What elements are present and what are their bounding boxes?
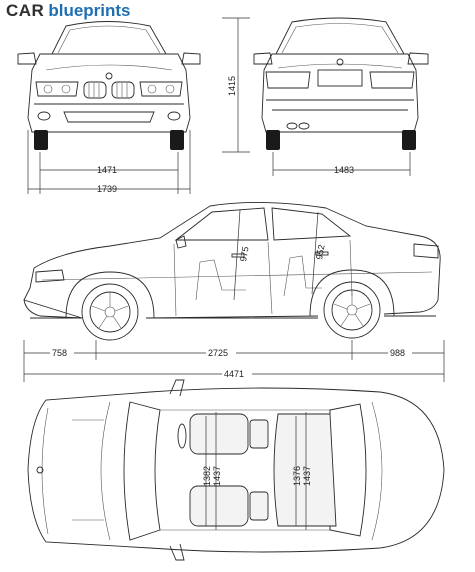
rear-right-taillight xyxy=(369,71,415,89)
rear-badge xyxy=(336,58,344,66)
kidney-grille-right xyxy=(111,81,135,99)
front-elbow-room-label: 1437 xyxy=(212,466,222,486)
rear-elbow-room-label: 1437 xyxy=(302,466,312,486)
rear-track-label: 1483 xyxy=(334,165,354,175)
rear-headroom-label: 952 xyxy=(314,244,326,261)
front-seat-left xyxy=(189,413,249,455)
front-dimensions: 1471 1739 xyxy=(27,130,191,194)
front-track-label: 1471 xyxy=(97,165,117,175)
kidney-grille-left xyxy=(83,81,107,99)
front-shoulder-room-label: 1382 xyxy=(202,466,212,486)
headroom-dimensions: 975 952 xyxy=(233,209,327,301)
side-view xyxy=(23,201,441,341)
rear-right-mirror xyxy=(407,52,429,65)
wheelbase-label: 2725 xyxy=(208,348,228,358)
rear-wheel xyxy=(323,281,381,339)
top-view xyxy=(27,379,445,561)
front-left-mirror xyxy=(17,52,37,65)
top-badge xyxy=(36,466,44,474)
rear-shoulder-room-label: 1376 xyxy=(292,466,302,486)
top-dimensions: 1382 1437 1376 1437 xyxy=(202,412,312,530)
rear-dimensions: 1483 xyxy=(272,152,411,176)
front-right-mirror xyxy=(181,52,201,65)
rear-left-mirror xyxy=(253,52,273,65)
brand-logo-blueprints: blueprints xyxy=(48,1,131,20)
front-badge xyxy=(105,72,113,80)
brand-logo-car: CAR xyxy=(6,1,45,20)
front-headroom-label: 975 xyxy=(238,246,250,263)
rear-left-taillight xyxy=(265,71,311,89)
rear-view xyxy=(253,17,429,150)
rear-bench xyxy=(273,413,337,527)
height-dimension: 1415 xyxy=(222,17,250,153)
front-view xyxy=(17,21,201,150)
overall-width-label: 1739 xyxy=(97,184,117,194)
height-label: 1415 xyxy=(227,76,237,96)
front-seat-right xyxy=(189,485,249,527)
rear-license-plate xyxy=(317,69,363,87)
front-right-headlight xyxy=(139,81,183,97)
front-wheel xyxy=(81,283,139,341)
length-dimensions: 758 2725 988 4471 xyxy=(23,340,445,382)
front-left-headlight xyxy=(35,81,79,97)
overall-length-label: 4471 xyxy=(224,369,244,379)
rear-overhang-label: 988 xyxy=(390,348,405,358)
front-overhang-label: 758 xyxy=(52,348,67,358)
